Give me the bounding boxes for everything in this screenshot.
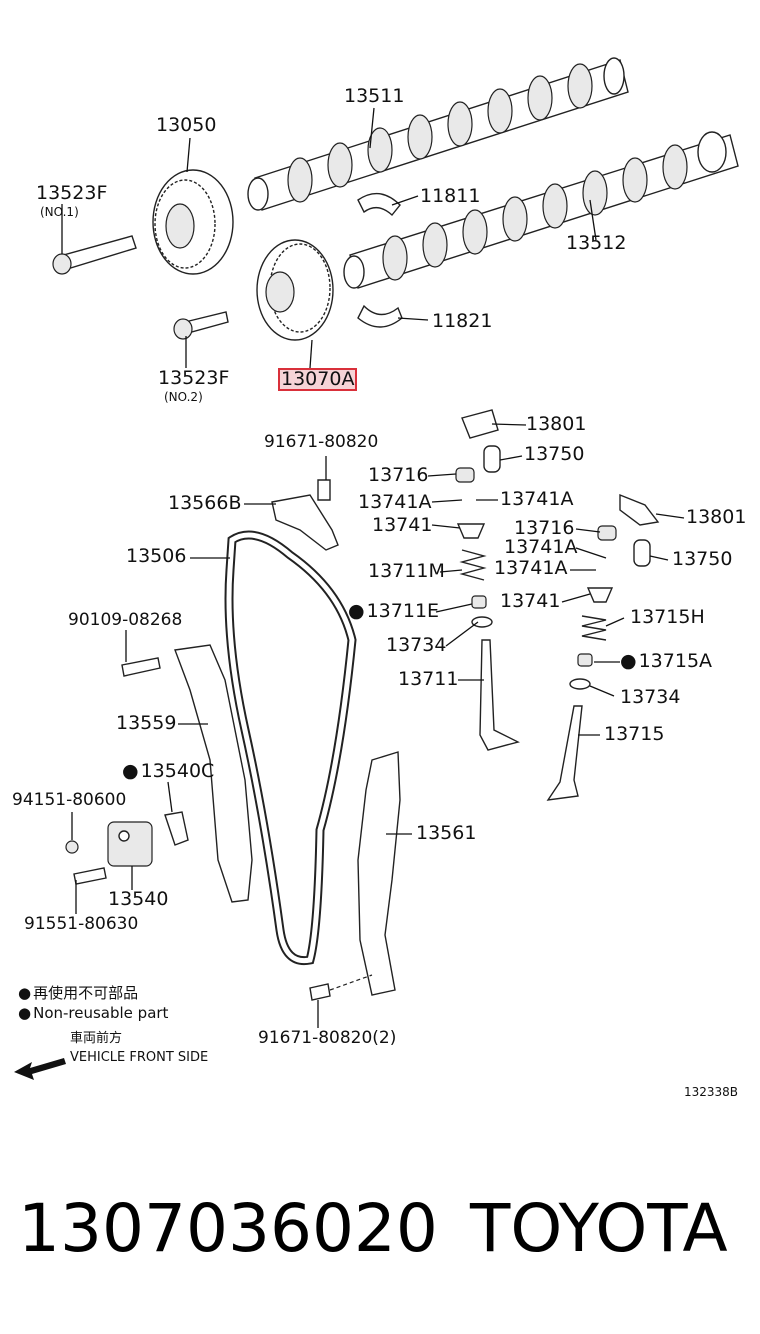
tensioner-13540 bbox=[107, 821, 153, 867]
label-13511: 13511 bbox=[344, 85, 405, 107]
washer-13734-a bbox=[471, 616, 493, 628]
label-13741-b: 13741 bbox=[500, 590, 561, 612]
label-13716-a: 13716 bbox=[368, 464, 429, 486]
camshaft-13511 bbox=[247, 57, 629, 211]
label-13540c: 13540C bbox=[122, 762, 215, 781]
rocker-arm-13801-a bbox=[461, 409, 499, 439]
retainer-13741-a bbox=[456, 523, 486, 539]
valve-13711 bbox=[479, 639, 520, 751]
label-13801-b: 13801 bbox=[686, 506, 747, 528]
lash-adjuster-13750-a bbox=[483, 445, 501, 473]
label-13523f-no1: 13523F bbox=[36, 182, 108, 204]
legend-front-jp: 車両前方 bbox=[70, 1031, 123, 1046]
tensioner-lever-13540c bbox=[164, 811, 189, 846]
legend-non-reusable-en: Non-reusable part bbox=[18, 1006, 168, 1021]
label-no2: (NO.2) bbox=[164, 390, 203, 404]
label-13566b: 13566B bbox=[168, 492, 242, 514]
bolt-90109-08268 bbox=[121, 657, 161, 677]
valve-13715 bbox=[546, 705, 583, 801]
gear-13070a bbox=[256, 239, 334, 341]
legend-non-reusable-jp: 再使用不可部品 bbox=[18, 986, 138, 1001]
label-13716-b: 13716 bbox=[514, 517, 575, 539]
chain-guide-13561 bbox=[357, 751, 401, 996]
label-13070a-highlighted[interactable]: 13070A bbox=[278, 368, 358, 391]
label-91551-80630: 91551-80630 bbox=[24, 914, 139, 934]
label-13715a: 13715A bbox=[620, 652, 712, 671]
leader-lines bbox=[61, 107, 685, 1028]
retainer-13741-b bbox=[586, 587, 614, 603]
label-13711m: 13711M bbox=[368, 560, 445, 582]
label-13741a-4: 13741A bbox=[494, 557, 568, 579]
label-13711e: 13711E bbox=[348, 602, 439, 621]
bolt-13523f-no1 bbox=[52, 235, 137, 275]
shim-13716-a bbox=[455, 467, 475, 483]
label-91671-80820-2: 91671-80820(2) bbox=[258, 1028, 397, 1048]
label-13734-a: 13734 bbox=[386, 634, 447, 656]
label-13050: 13050 bbox=[156, 114, 217, 136]
lash-adjuster-13750-b bbox=[633, 539, 651, 567]
label-13750-b: 13750 bbox=[672, 548, 733, 570]
spring-13715h bbox=[581, 615, 607, 641]
bearing-11811 bbox=[357, 192, 401, 217]
label-90109-08268: 90109-08268 bbox=[68, 610, 183, 630]
legend-front-en: VEHICLE FRONT SIDE bbox=[70, 1050, 209, 1065]
label-13741-a: 13741 bbox=[372, 514, 433, 536]
label-13750-a: 13750 bbox=[524, 443, 585, 465]
label-13711: 13711 bbox=[398, 668, 459, 690]
seal-13711e bbox=[471, 595, 487, 609]
bearing-11821 bbox=[357, 304, 403, 328]
label-13506: 13506 bbox=[126, 545, 187, 567]
label-13561: 13561 bbox=[416, 822, 477, 844]
label-13523f-no2: 13523F bbox=[158, 367, 230, 389]
bolt-91551-80630 bbox=[73, 867, 107, 885]
brand-name: TOYOTA bbox=[470, 1190, 728, 1267]
label-no1: (NO.1) bbox=[40, 205, 79, 219]
label-13741a-2: 13741A bbox=[500, 488, 574, 510]
rocker-arm-13801-b bbox=[619, 493, 660, 526]
camshaft-13512 bbox=[343, 131, 739, 289]
label-11821: 11821 bbox=[432, 310, 493, 332]
label-13559: 13559 bbox=[116, 712, 177, 734]
label-13734-b: 13734 bbox=[620, 686, 681, 708]
bolt-91671-80820-bottom bbox=[309, 983, 331, 1001]
label-13715: 13715 bbox=[604, 723, 665, 745]
label-94151-80600: 94151-80600 bbox=[12, 790, 127, 810]
nut-94151-80600 bbox=[65, 840, 79, 854]
diagram-code: 132338B bbox=[684, 1085, 739, 1099]
part-number: 1307036020 bbox=[18, 1190, 438, 1267]
label-13540: 13540 bbox=[108, 888, 169, 910]
gear-13050 bbox=[152, 169, 234, 275]
bracket-13566b bbox=[271, 494, 339, 551]
washer-13734-b bbox=[569, 678, 591, 690]
label-13741a-1: 13741A bbox=[358, 491, 432, 513]
label-11811: 11811 bbox=[420, 185, 481, 207]
bolt-13523f-no2 bbox=[173, 311, 229, 340]
seal-13715a bbox=[577, 653, 593, 667]
shim-13716-b bbox=[597, 525, 617, 541]
spring-13711m bbox=[459, 549, 487, 581]
label-13715h: 13715H bbox=[630, 606, 705, 628]
label-91671-80820: 91671-80820 bbox=[264, 432, 379, 452]
label-13741a-3: 13741A bbox=[504, 536, 578, 558]
label-13512: 13512 bbox=[566, 232, 627, 254]
bolt-91671-80820-top bbox=[317, 479, 331, 501]
label-13801-a: 13801 bbox=[526, 413, 587, 435]
front-arrow-icon bbox=[14, 1058, 66, 1080]
